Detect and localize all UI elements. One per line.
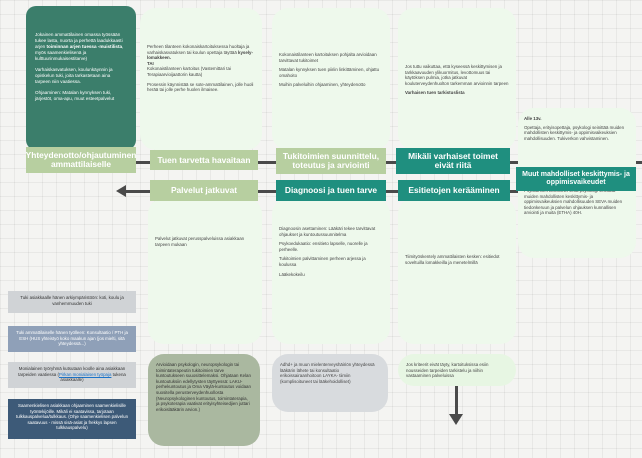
side-box-arkiymparisto: Tuki asiakkaalle hänen arkiympäristöön: … <box>8 291 136 313</box>
column-tuen-tarvetta: Perheen tilanteen kokonaiskartoituksessa… <box>140 8 262 150</box>
label-tukitoimien: Tukitoimien suunnittelu, toteutus ja arv… <box>276 148 386 174</box>
top-box-p1: Jokainen ammattilainen omassa työssään t… <box>35 32 124 61</box>
col2-p1: Kokonaistilanteen kartoituksen pohjalta … <box>279 52 377 63</box>
column-diagnoosi-lower: Diagnoosin asettaminen: Lääkäri tekee ta… <box>272 198 390 344</box>
col1-lower-p1: Palvelut jatkuvat perusspalveluissa asia… <box>155 236 245 247</box>
bottom-box-erikoissairaanhoito: Adhd+ ja muun mielenterveyshäiriön yhtey… <box>272 354 388 412</box>
col2-p2: Matalan kynnyksen tuen piiriin linkittäm… <box>279 67 380 78</box>
label-yhteydenotto: Yhteydenotto/ohjautuminen ammattilaisell… <box>26 147 136 173</box>
col1-p1: Perheen tilanteen kokonaiskartoituksessa… <box>147 44 253 77</box>
side-box-monialainen: Monialainen työryhmä kutsutaan koolle ai… <box>8 362 136 388</box>
label-muut-mahdolliset: Muut mahdolliset keskittymis- ja oppimis… <box>516 167 636 191</box>
col2-lower-p4: Lääkekokeilu <box>279 271 305 277</box>
column-esitietojen-lower: Tiimityöskentely ammattilaisten kesken: … <box>398 198 516 344</box>
label-esitietojen: Esitietojen kerääminen <box>398 180 510 201</box>
side-box-ammattilaiselle: Tuki ammattilaiselle hänen työlleen: Kon… <box>8 326 136 352</box>
bottom-box-kriteerit: Jos kriteerit eivät täyty, kartoituksiss… <box>398 354 516 386</box>
label-diagnoosi: Diagnoosi ja tuen tarve <box>276 180 386 201</box>
col3-p2: Varhaisen tuen tarkistuslista <box>405 90 465 96</box>
arrow-down-line <box>455 386 458 416</box>
col1-p2: Prosessin käynnistää se sote-ammattilain… <box>147 81 254 93</box>
arrowhead-down <box>449 414 463 425</box>
top-box-p2: Varhaiskasvatuksen, koulunkäynnin ja opi… <box>35 67 113 84</box>
col3-p1: Jos tuttu vaikuttaa, että kyseessä keski… <box>405 64 509 86</box>
col2-lower-p1: Diagnoosin asettaminen: Lääkäri tekee ta… <box>279 226 376 237</box>
right-note-alle13: Alle 13v. Opettaja, erityisopettaja, psy… <box>524 116 625 141</box>
label-palvelut: Palvelut jatkuvat <box>150 180 258 201</box>
label-mikali: Mikäli varhaiset toimet eivät riitä <box>396 148 510 174</box>
col2-lower-p3: Tukitoimien palvittaminen perheen arjess… <box>279 256 366 267</box>
bottom-box-kuntoutus: Arvioidaan psykologin, neuropsykologin t… <box>148 354 260 446</box>
top-box-p3: Ohjaaminen: Matalan kynnyksen tuki, järj… <box>35 90 115 101</box>
column-palvelut-lower: Palvelut jatkuvat perusspalveluissa asia… <box>148 198 262 344</box>
col2-p3: Muihin palveluihin ohjaaminen, yhteydeno… <box>279 82 366 88</box>
ammattilainen-tuki-box: Jokainen ammattilainen omassa työssään t… <box>26 6 136 150</box>
col3-lower-p1: Tiimityöskentely ammattilaisten kesken: … <box>405 254 500 265</box>
column-tukitoimien: Kokonaistilanteen kartoituksen pohjalta … <box>272 8 390 150</box>
arrowhead-left <box>116 185 126 197</box>
col2-lower-p2: Psykoedukaatio: ensitieto lapselle, nuor… <box>279 241 368 252</box>
column-mikali: Jos tuttu vaikuttaa, että kyseessä keski… <box>398 8 516 150</box>
label-tuen-tarvetta: Tuen tarvetta havaitaan <box>150 150 258 170</box>
top-box-heading <box>35 14 127 32</box>
side-box-saamenkielinen: Saamenkielisen asiakkaan ohjaaminen saam… <box>8 399 136 439</box>
monialainen-link[interactable]: Pirkan monialaisen työpaja <box>58 371 112 377</box>
